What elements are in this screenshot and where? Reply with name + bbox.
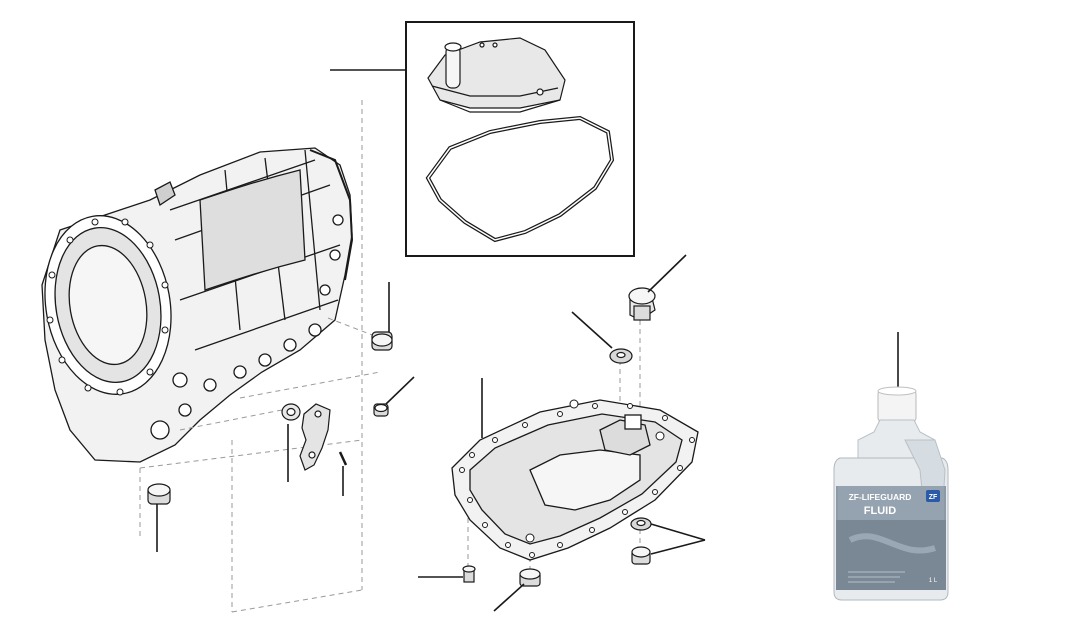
small-parts xyxy=(147,287,656,587)
fluid-bottle: ZF ZF-LIFEGUARD FLUID 1 L xyxy=(833,386,949,601)
callout-fill-plug xyxy=(647,254,687,293)
transmission-housing xyxy=(41,147,354,463)
pan-bolt xyxy=(462,565,476,583)
oil-pan xyxy=(451,399,699,561)
transmission-filter xyxy=(427,37,566,113)
callout-drain-right-b xyxy=(650,539,706,555)
mount-bushing xyxy=(371,331,393,351)
bottle-brand-text: ZF-LIFEGUARD xyxy=(849,492,912,502)
bottle-product-text: FLUID xyxy=(864,505,896,517)
small-nut xyxy=(373,403,389,417)
callout-drain-right-a xyxy=(650,523,706,541)
callout-nut xyxy=(385,376,415,405)
bottle-badge-text: ZF xyxy=(929,494,938,501)
sensor-bracket xyxy=(299,403,331,471)
pan-drain-plug xyxy=(631,546,651,565)
bottle-volume-text: 1 L xyxy=(929,578,938,584)
callout-washer-top xyxy=(571,311,613,349)
pan-gasket xyxy=(425,115,615,243)
locating-pin xyxy=(338,451,348,466)
drain-plug-left xyxy=(147,483,171,505)
pan-nut xyxy=(519,568,541,587)
filter-kit-inset xyxy=(405,21,635,257)
callout-pan-nut xyxy=(493,583,525,612)
callout-leaders xyxy=(156,69,899,612)
fill-plug xyxy=(628,287,656,321)
